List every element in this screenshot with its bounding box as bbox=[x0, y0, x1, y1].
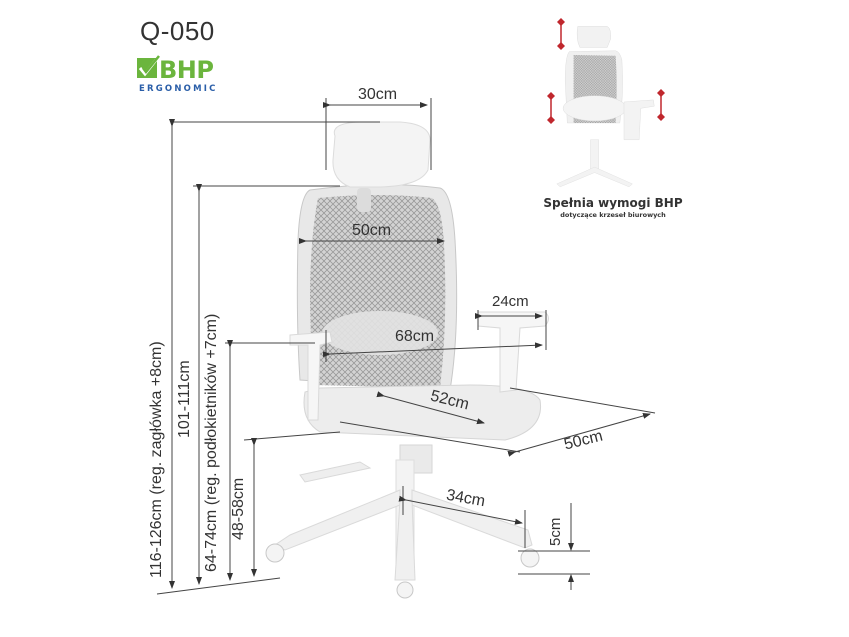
bhp-caption-title: Spełnia wymogi BHP bbox=[543, 196, 683, 210]
dimension-lines bbox=[156, 98, 656, 595]
adjustment-arrows bbox=[547, 18, 665, 124]
armrest-span-label: 68cm bbox=[395, 328, 435, 345]
bhp-compliance-caption: Spełnia wymogi BHP dotyczące krzeseł biu… bbox=[533, 196, 693, 219]
bhp-logo-subtitle: ERGONOMIC bbox=[139, 84, 218, 94]
seat-height-label: 48-58cm bbox=[230, 477, 247, 540]
check-icon bbox=[137, 55, 160, 78]
bhp-caption-subtitle: dotyczące krzeseł biurowych bbox=[560, 211, 666, 219]
bhp-ergonomic-logo: BHP ERGONOMIC bbox=[137, 56, 227, 96]
bhp-inset-illustration bbox=[556, 26, 655, 188]
headrest-width-label: 30cm bbox=[358, 86, 398, 103]
total-height-label: 116-126cm (reg. zagłówka +8cm) bbox=[148, 341, 165, 578]
armrest-height-label: 64-74cm (reg. podłokietników +7cm) bbox=[203, 313, 220, 572]
caster-height-label: 5cm bbox=[547, 517, 564, 546]
bhp-logo-text: BHP bbox=[159, 56, 214, 84]
chair-illustration bbox=[265, 121, 549, 599]
model-number: Q-050 bbox=[140, 16, 215, 46]
armrest-length-label: 24cm bbox=[492, 293, 529, 310]
backrest-width-label: 50cm bbox=[352, 222, 392, 239]
backrest-height-label: 101-111cm bbox=[176, 360, 193, 438]
